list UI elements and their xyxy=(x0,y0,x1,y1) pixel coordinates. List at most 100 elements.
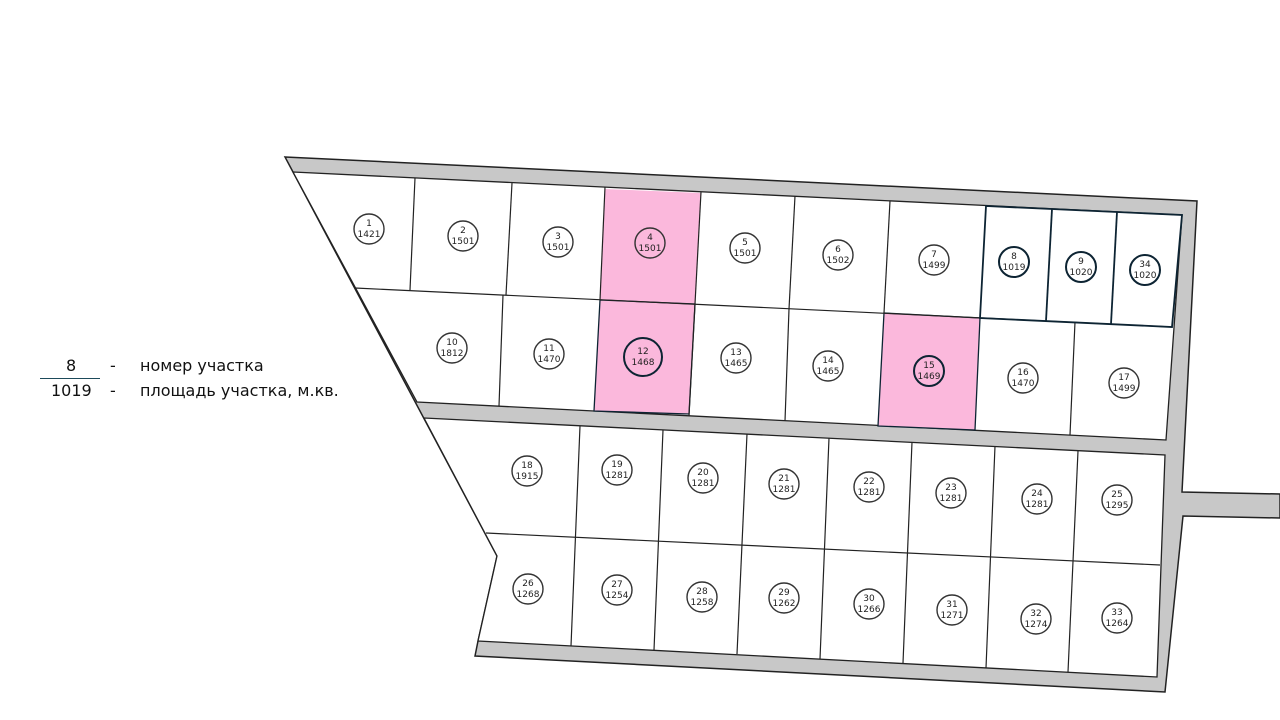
plot-circle xyxy=(913,355,945,387)
plot-area: 1501 xyxy=(547,243,570,253)
plot-circle xyxy=(353,213,385,245)
plot-circle xyxy=(853,471,885,503)
plot-number: 23 xyxy=(945,483,956,493)
plot-area: 1499 xyxy=(923,261,946,271)
plot-number: 27 xyxy=(611,580,622,590)
plot-area: 1468 xyxy=(632,358,655,368)
plot-area: 1469 xyxy=(918,372,941,382)
plot-circle xyxy=(533,338,565,370)
plot-area: 1254 xyxy=(606,591,629,601)
plot-dividers xyxy=(354,177,1173,673)
plot-area: 1501 xyxy=(639,244,662,254)
plot-number: 29 xyxy=(778,588,790,598)
plot-area: 1421 xyxy=(358,230,381,240)
plot-area: 1281 xyxy=(773,485,796,495)
plot-area: 1465 xyxy=(817,367,840,377)
plot-area: 1020 xyxy=(1134,271,1157,281)
plot-circle xyxy=(812,350,844,382)
plot-number: 22 xyxy=(863,477,874,487)
plot-circle xyxy=(918,244,950,276)
plot-area: 1262 xyxy=(773,599,796,609)
plot-number: 30 xyxy=(863,594,875,604)
plot-circle xyxy=(601,574,633,606)
plot-number: 9 xyxy=(1078,257,1084,267)
plot-circle xyxy=(511,455,543,487)
plot-circle xyxy=(1021,483,1053,515)
plot-number: 13 xyxy=(730,348,741,358)
plot-area: 1020 xyxy=(1070,268,1093,278)
plot-circle xyxy=(822,239,854,271)
plot-area: 1281 xyxy=(1026,500,1049,510)
plot-area: 1019 xyxy=(1003,263,1026,273)
plot-number: 19 xyxy=(611,460,623,470)
plot-area: 1266 xyxy=(858,605,881,615)
plot-number: 3 xyxy=(555,232,561,242)
plot-number: 16 xyxy=(1017,368,1029,378)
plot-number: 32 xyxy=(1030,609,1041,619)
plot-circle xyxy=(998,246,1030,278)
plot-area: 1281 xyxy=(858,488,881,498)
plot-number: 8 xyxy=(1011,252,1017,262)
plot-number: 10 xyxy=(446,338,458,348)
plot-area: 1502 xyxy=(827,256,850,266)
plot-circle xyxy=(447,220,479,252)
plot-circle xyxy=(1101,484,1133,516)
plot-circle xyxy=(729,232,761,264)
plot-number: 11 xyxy=(543,344,554,354)
plot-area: 1258 xyxy=(691,598,714,608)
plot-circle xyxy=(1101,602,1133,634)
plot-number: 17 xyxy=(1118,373,1129,383)
plot-area: 1465 xyxy=(725,359,748,369)
plot-area: 1268 xyxy=(517,590,540,600)
plot-number: 20 xyxy=(697,468,709,478)
plot-circle xyxy=(512,573,544,605)
plot-area: 1274 xyxy=(1025,620,1048,630)
plot-area: 1281 xyxy=(940,494,963,504)
legend-dash-2: - xyxy=(110,381,116,400)
legend-number-description: номер участка xyxy=(140,356,264,375)
plot-number: 25 xyxy=(1111,490,1122,500)
plot-circle xyxy=(601,454,633,486)
plot-area: 1470 xyxy=(538,355,561,365)
plot-circle xyxy=(542,226,574,258)
plot-area: 1915 xyxy=(516,472,539,482)
legend-dash-1: - xyxy=(110,356,116,375)
plot-circle xyxy=(436,332,468,364)
plot-area: 1281 xyxy=(692,479,715,489)
